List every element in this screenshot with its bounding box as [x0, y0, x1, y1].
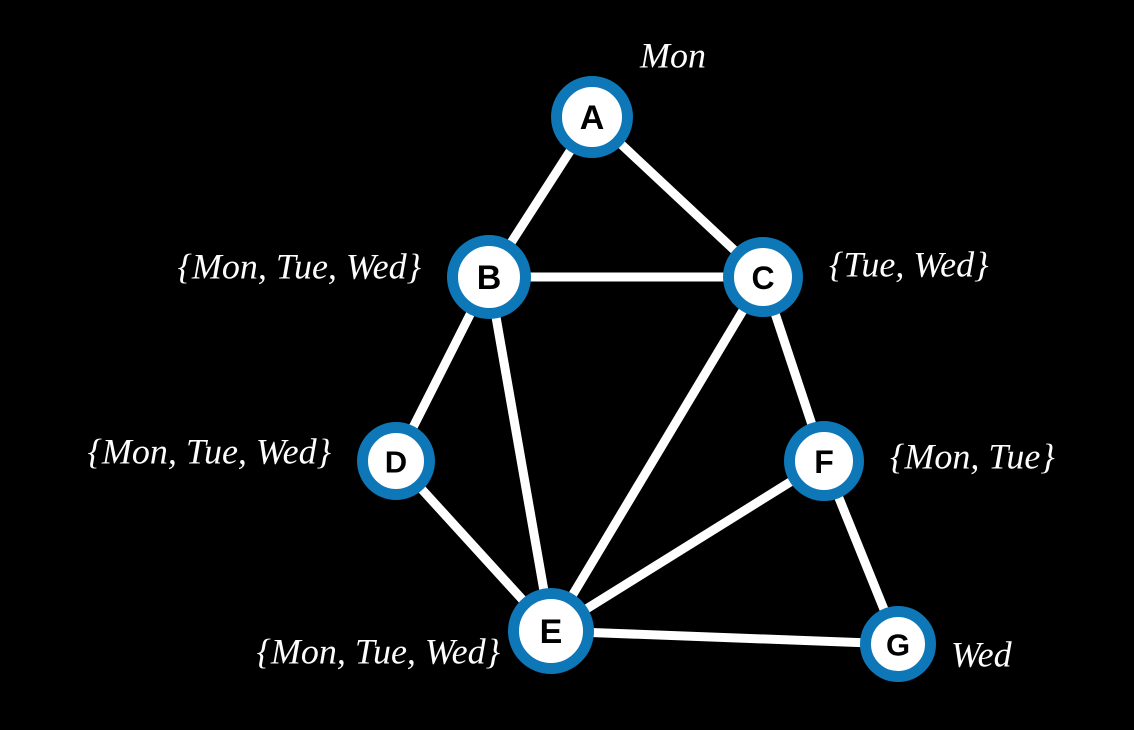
graph-node-e[interactable]: E: [508, 588, 594, 674]
node-letter-a: A: [580, 99, 605, 137]
node-circle-b: [447, 235, 531, 319]
labels-layer: Mon {Mon, Tue, Wed} {Tue, Wed} {Mon, Tue, W…: [88, 35, 1056, 674]
domain-label-c: {Tue, Wed}: [829, 244, 989, 284]
graph-node-b[interactable]: B: [447, 235, 531, 319]
node-letter-e: E: [540, 613, 563, 651]
node-letter-d: D: [385, 445, 407, 480]
graph-node-g[interactable]: G: [860, 606, 936, 682]
graph-edge-e-f: [546, 456, 829, 636]
graph-edge-b-e: [484, 272, 556, 636]
node-circle-g: [860, 606, 936, 682]
domain-label-d: {Mon, Tue, Wed}: [88, 431, 332, 471]
graph-node-c[interactable]: C: [723, 237, 803, 317]
domain-label-e: {Mon, Tue, Wed}: [257, 631, 501, 671]
node-letter-b: B: [477, 259, 502, 297]
graph-node-f[interactable]: F: [784, 421, 864, 501]
graph-edge-e-g: [546, 626, 903, 649]
node-letter-c: C: [751, 260, 774, 296]
domain-label-a: Mon: [639, 35, 706, 75]
graph-node-d[interactable]: D: [357, 422, 435, 500]
graph-edge-c-e: [546, 272, 768, 636]
node-letter-f: F: [814, 444, 834, 480]
domain-label-f: {Mon, Tue}: [890, 436, 1055, 476]
domain-label-g: Wed: [951, 634, 1013, 674]
node-circle-a: [551, 76, 633, 158]
domain-label-b: {Mon, Tue, Wed}: [178, 246, 422, 286]
node-circle-c: [723, 237, 803, 317]
graph-node-a[interactable]: A: [551, 76, 633, 158]
node-letter-g: G: [886, 628, 910, 663]
node-circle-e: [508, 588, 594, 674]
node-circle-f: [784, 421, 864, 501]
nodes-layer: A B C D E F G: [357, 76, 936, 682]
node-circle-d: [357, 422, 435, 500]
